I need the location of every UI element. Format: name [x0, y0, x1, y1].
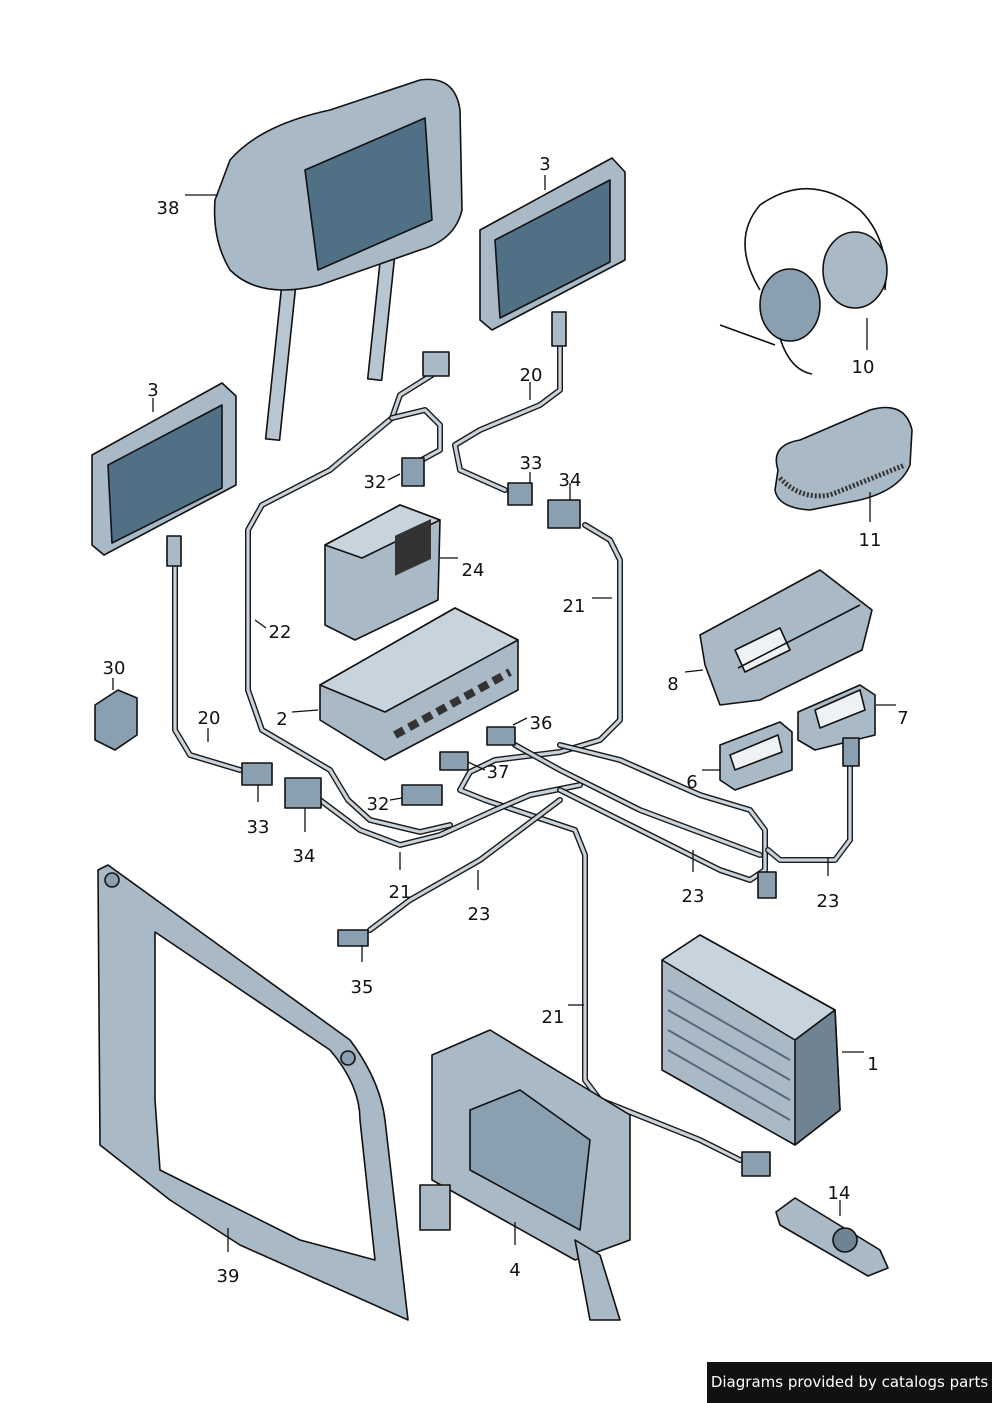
label-39: 39 — [217, 1266, 240, 1287]
leader-lines — [112, 175, 896, 1252]
connector-35 — [337, 929, 369, 947]
relay-30 — [94, 689, 138, 751]
connector-32-bottom — [401, 784, 443, 806]
headphone-case-11 — [774, 406, 913, 511]
label-2: 2 — [276, 709, 287, 730]
monitor-3-right — [479, 157, 626, 347]
label-21-bottom: 21 — [542, 1007, 565, 1028]
label-3-left: 3 — [147, 380, 158, 401]
credit-banner: Diagrams provided by catalogs parts — [707, 1362, 992, 1403]
label-3-right: 3 — [539, 154, 550, 175]
label-23-right: 23 — [817, 891, 840, 912]
label-35: 35 — [351, 977, 374, 998]
cables — [172, 342, 853, 1163]
label-11: 11 — [859, 530, 882, 551]
label-33-left: 33 — [247, 817, 270, 838]
connectors — [241, 351, 860, 1177]
label-33-right: 33 — [520, 453, 543, 474]
switch-6 — [719, 721, 793, 791]
connector-33-right — [507, 482, 533, 506]
label-23-left: 23 — [468, 904, 491, 925]
label-22: 22 — [269, 622, 292, 643]
label-21-left: 21 — [389, 882, 412, 903]
label-30: 30 — [103, 658, 126, 679]
bracket-8 — [699, 569, 873, 706]
connector-32-top — [401, 457, 425, 487]
label-14: 14 — [828, 1183, 851, 1204]
remote-control-14 — [775, 1197, 889, 1277]
label-4: 4 — [509, 1260, 520, 1281]
label-20-right: 20 — [520, 365, 543, 386]
dvd-player-1 — [661, 934, 841, 1146]
label-1: 1 — [867, 1054, 878, 1075]
headphones-10 — [719, 187, 888, 375]
label-37: 37 — [487, 762, 510, 783]
connector-36 — [486, 726, 516, 746]
label-21-right: 21 — [563, 596, 586, 617]
connector-34-left — [284, 777, 322, 809]
part-labels: 38 3 3 10 11 20 20 33 33 34 34 32 32 24 … — [103, 154, 909, 1287]
connector-top — [422, 351, 450, 377]
switch-7 — [797, 684, 876, 751]
label-6: 6 — [686, 772, 697, 793]
connector-37 — [439, 751, 469, 771]
connector-1 — [741, 1151, 771, 1177]
label-23-mid: 23 — [682, 886, 705, 907]
label-24: 24 — [462, 560, 485, 581]
monitor-3-left — [91, 382, 237, 567]
connector-33-left — [241, 762, 273, 786]
distributor-2 — [319, 607, 519, 761]
trim-panel-39 — [97, 864, 409, 1321]
label-34-right: 34 — [559, 470, 582, 491]
label-32-top: 32 — [364, 472, 387, 493]
connector-6 — [757, 871, 777, 899]
label-20-left: 20 — [198, 708, 221, 729]
label-8: 8 — [667, 674, 678, 695]
control-module-24 — [324, 504, 441, 641]
label-7: 7 — [897, 708, 908, 729]
headrest-screen-38 — [213, 78, 463, 442]
label-32-bottom: 32 — [367, 794, 390, 815]
label-34-left: 34 — [293, 846, 316, 867]
label-10: 10 — [852, 357, 875, 378]
label-38: 38 — [157, 198, 180, 219]
holder-bracket-4 — [419, 1029, 631, 1321]
label-36: 36 — [530, 713, 553, 734]
connector-34-right — [547, 499, 581, 529]
connector-7 — [842, 737, 860, 767]
